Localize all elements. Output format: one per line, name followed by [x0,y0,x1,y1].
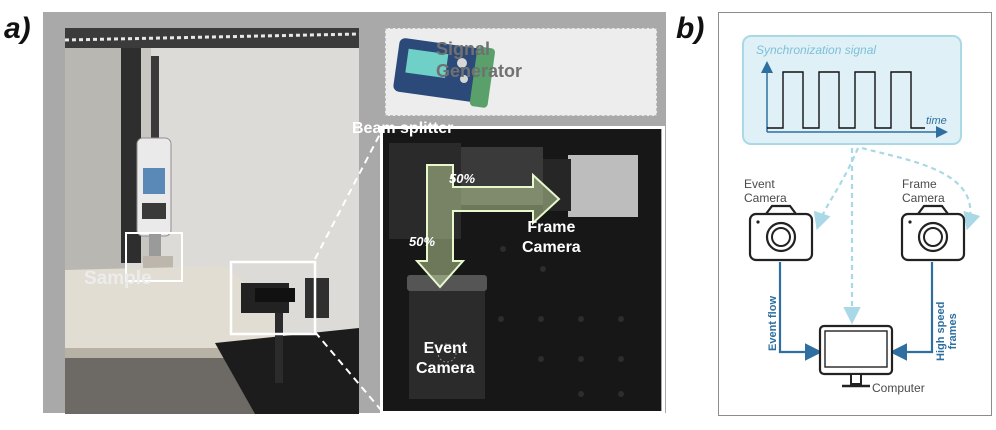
sync-signal-box [742,35,962,145]
sync-signal-title: Synchronization signal [756,43,877,57]
computer-label: Computer [872,381,925,395]
lab-setup-photo [65,28,359,414]
event-camera-icon [748,204,814,262]
time-axis-label: time [926,115,947,127]
split-ratio-down-label: 50% [409,234,436,249]
panel-label-b: b) [676,12,705,45]
sample-label: Sample [84,268,152,289]
monitor-icon [818,324,894,388]
signal-generator-icon [393,38,495,108]
optical-setup-inset [383,129,661,411]
high-speed-frames-arrow [889,262,934,361]
frame-camera-icon [900,204,966,262]
event-flow-arrow [778,262,823,361]
optical-setup-drawing [389,143,638,399]
panel-a-photo-figure [43,12,666,414]
lab-setup-drawing [65,28,359,414]
split-ratio-top-label: 50% [449,171,476,186]
square-wave [767,71,925,129]
beam-splitter-label: Beam splitter [352,120,454,137]
panel-label-a: a) [4,12,31,45]
zoom-connector-lines [314,126,665,413]
signal-generator-callout [385,28,657,116]
event-flow-label: Event flow [767,295,779,351]
